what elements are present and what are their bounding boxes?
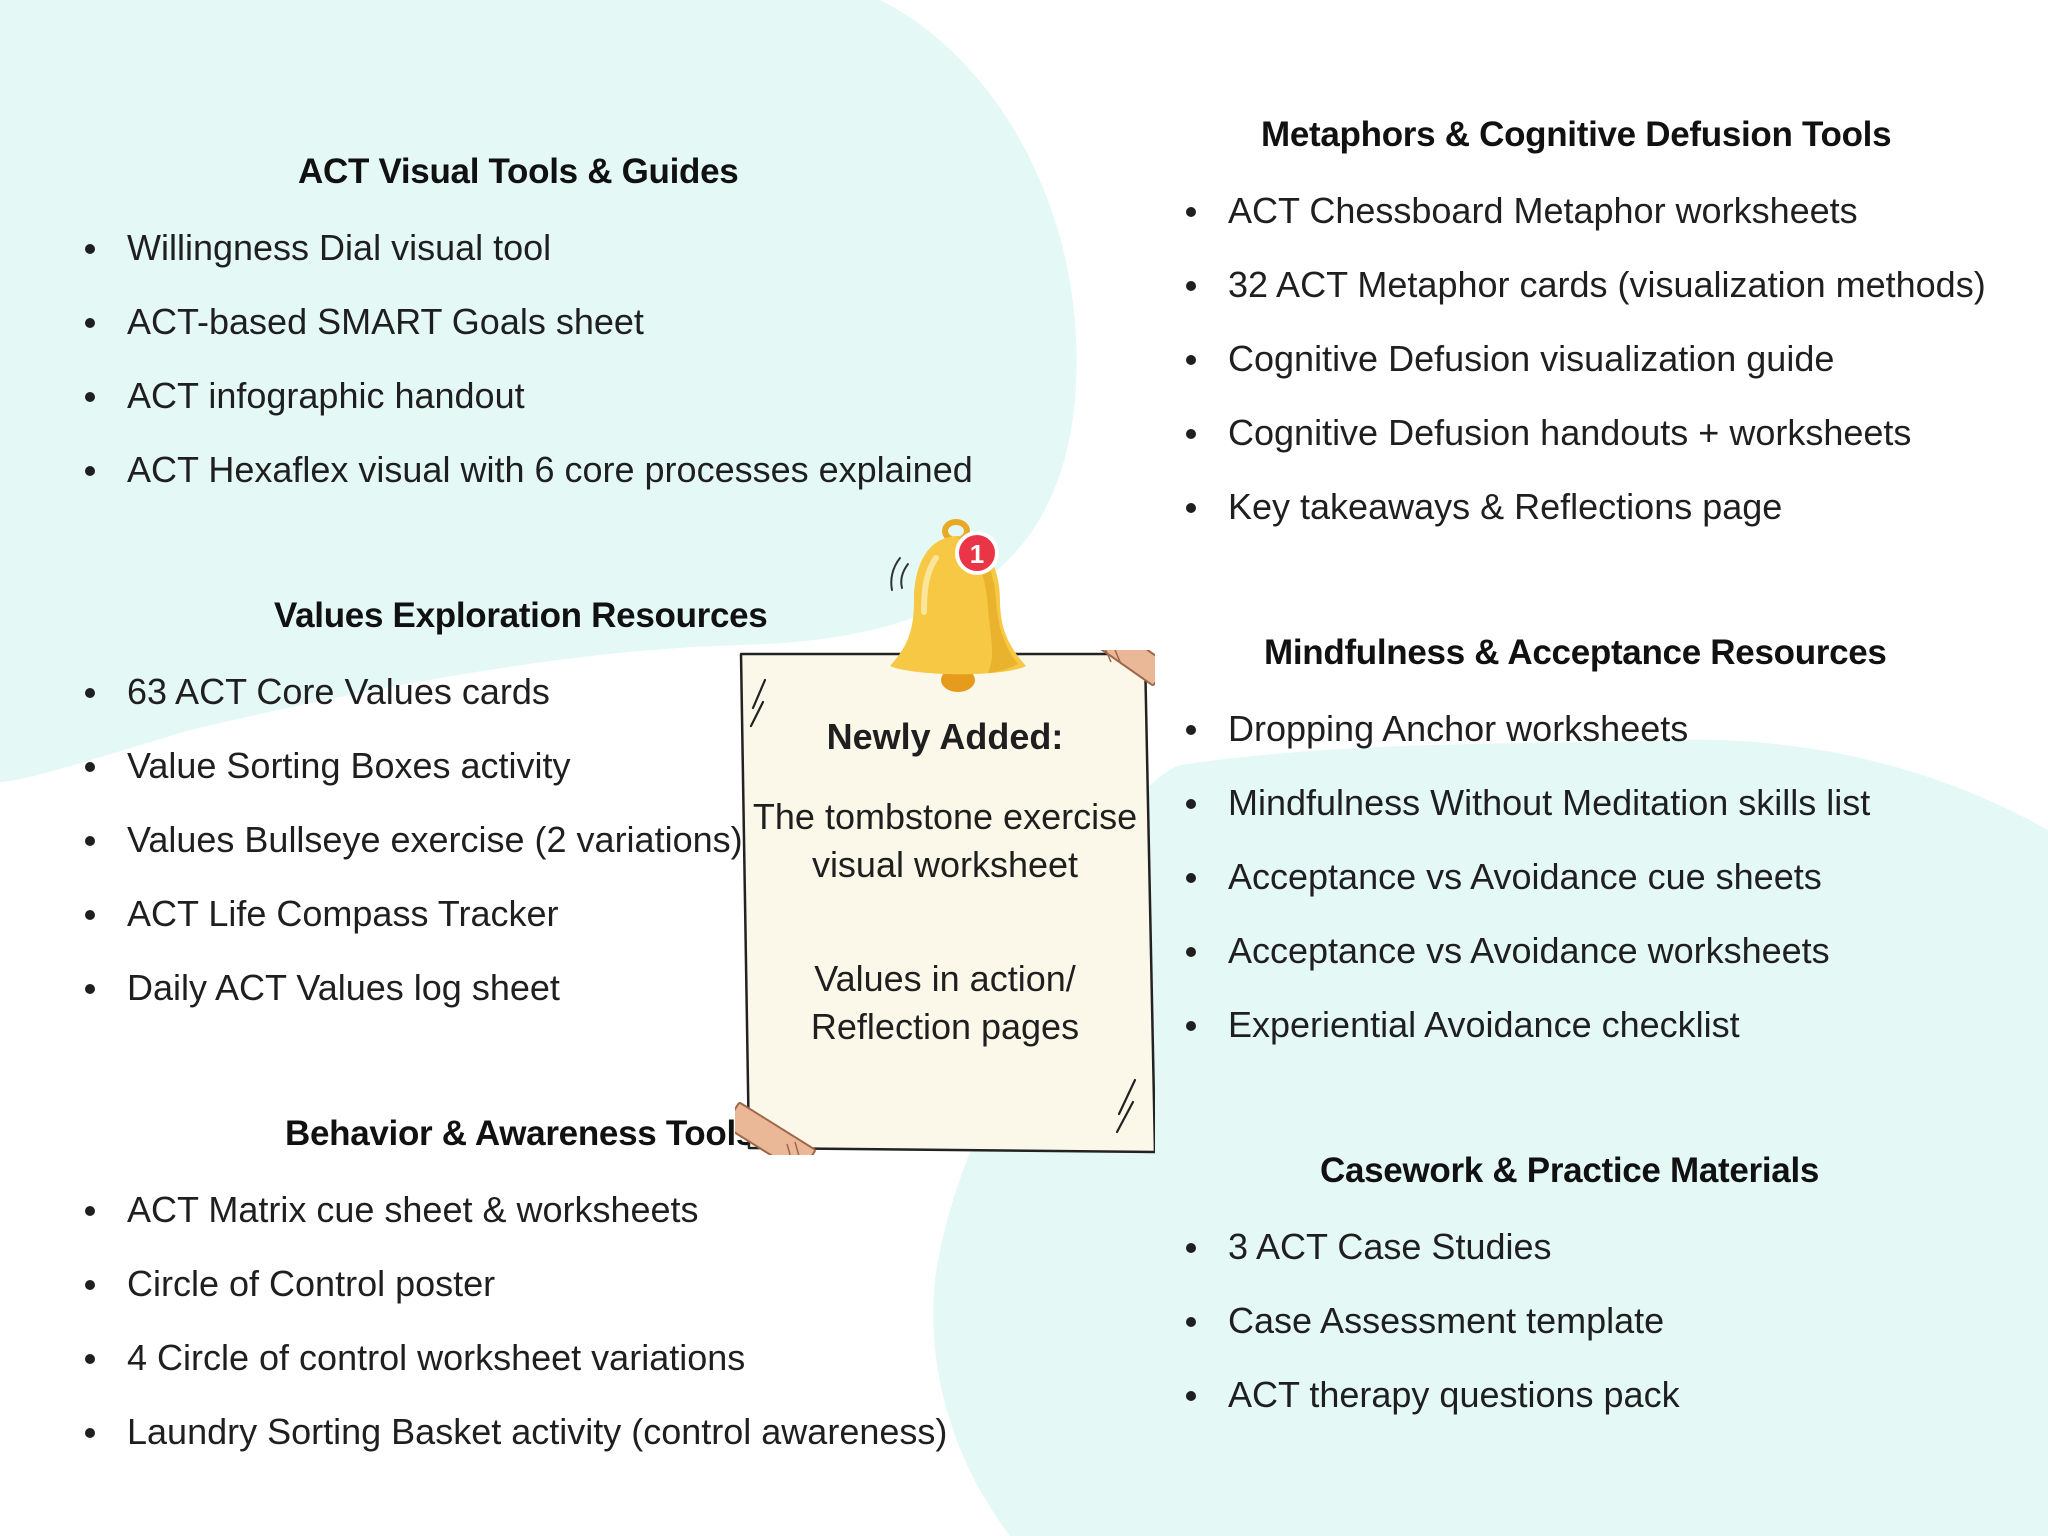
note-item-2: Values in action/ Reflection pages	[735, 955, 1155, 1051]
list-item: 3 ACT Case Studies	[1186, 1228, 2026, 1265]
list-item: ACT infographic handout	[85, 377, 915, 414]
list-item: Mindfulness Without Meditation skills li…	[1186, 784, 2026, 821]
list-item: Key takeaways & Reflections page	[1186, 488, 2026, 525]
list-item: ACT Matrix cue sheet & worksheets	[85, 1191, 915, 1228]
note-item-1-line-2: visual worksheet	[811, 844, 1079, 885]
list-item: 32 ACT Metaphor cards (visualization met…	[1186, 266, 2026, 303]
list-item: ACT therapy questions pack	[1186, 1376, 2026, 1413]
notification-badge: 1	[955, 531, 999, 575]
note-paper	[735, 650, 1155, 1155]
section-metaphors: Metaphors & Cognitive Defusion Tools ACT…	[1186, 115, 2026, 525]
list-item: Willingness Dial visual tool	[85, 229, 915, 266]
top-left-blob	[0, 0, 1077, 782]
section-title: ACT Visual Tools & Guides	[298, 152, 739, 191]
tape-top-right	[1095, 650, 1155, 686]
list-item: Values Bullseye exercise (2 variations)	[85, 821, 915, 858]
list-item: ACT-based SMART Goals sheet	[85, 303, 915, 340]
list-item: Experiential Avoidance checklist	[1186, 1006, 2026, 1043]
item-list: 3 ACT Case Studies Case Assessment templ…	[1186, 1228, 2026, 1413]
list-item: ACT Chessboard Metaphor worksheets	[1186, 192, 2026, 229]
list-item: Case Assessment template	[1186, 1302, 2026, 1339]
item-list: Dropping Anchor worksheets Mindfulness W…	[1186, 710, 2026, 1043]
list-item: Acceptance vs Avoidance cue sheets	[1186, 858, 2026, 895]
list-item: Cognitive Defusion visualization guide	[1186, 340, 2026, 377]
list-item: Value Sorting Boxes activity	[85, 747, 915, 784]
bell-icon: 1	[890, 519, 1026, 692]
section-title: Values Exploration Resources	[274, 596, 768, 635]
section-behavior: Behavior & Awareness Tools ACT Matrix cu…	[85, 1114, 947, 1450]
note-item-2-line-1: Values in action/	[814, 958, 1076, 999]
section-title: Metaphors & Cognitive Defusion Tools	[1261, 115, 1892, 154]
list-item: Circle of Control poster	[85, 1265, 915, 1302]
section-title: Mindfulness & Acceptance Resources	[1264, 633, 1887, 672]
list-item: 4 Circle of control worksheet variations	[85, 1339, 915, 1376]
tape-bottom-left	[735, 1102, 816, 1155]
list-item: 63 ACT Core Values cards	[85, 673, 915, 710]
badge-count: 1	[970, 539, 984, 569]
item-list: Willingness Dial visual tool ACT-based S…	[85, 229, 973, 488]
bottom-right-blob	[933, 739, 2048, 1536]
list-item: ACT Hexaflex visual with 6 core processe…	[85, 451, 973, 488]
section-values: Values Exploration Resources 63 ACT Core…	[85, 596, 915, 1006]
list-item: ACT Life Compass Tracker	[85, 895, 915, 932]
list-item: Daily ACT Values log sheet	[85, 969, 915, 1006]
list-item: Dropping Anchor worksheets	[1186, 710, 2026, 747]
section-visual-tools: ACT Visual Tools & Guides Willingness Di…	[85, 152, 973, 488]
item-list: ACT Matrix cue sheet & worksheets Circle…	[85, 1191, 947, 1450]
list-item: Cognitive Defusion handouts + worksheets	[1186, 414, 2026, 451]
section-casework: Casework & Practice Materials 3 ACT Case…	[1186, 1151, 2026, 1413]
note-item-1-line-1: The tombstone exercise	[752, 796, 1138, 837]
section-title: Behavior & Awareness Tools	[285, 1114, 756, 1153]
item-list: 63 ACT Core Values cards Value Sorting B…	[85, 673, 915, 1006]
note-heading: Newly Added:	[826, 716, 1064, 757]
note-item-2-line-2: Reflection pages	[810, 1006, 1080, 1047]
item-list: ACT Chessboard Metaphor worksheets 32 AC…	[1186, 192, 2026, 525]
list-item: Laundry Sorting Basket activity (control…	[85, 1413, 947, 1450]
section-mindfulness: Mindfulness & Acceptance Resources Dropp…	[1186, 633, 2026, 1043]
newly-added-note: Newly Added: The tombstone exercise visu…	[735, 650, 1155, 1155]
section-title: Casework & Practice Materials	[1320, 1151, 1820, 1190]
list-item: Acceptance vs Avoidance worksheets	[1186, 932, 2026, 969]
note-item-1: The tombstone exercise visual worksheet	[735, 793, 1155, 889]
